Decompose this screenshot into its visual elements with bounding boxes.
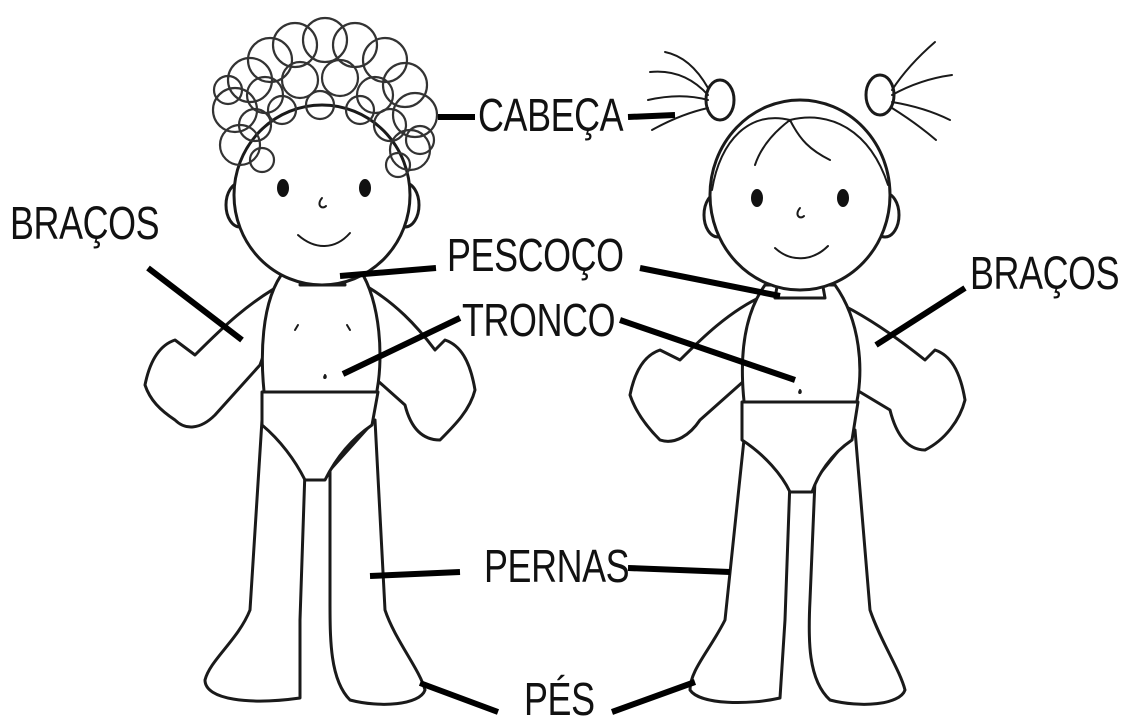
- pernas-leader-left: [370, 572, 460, 576]
- boy-figure: [145, 18, 475, 704]
- girl-right-eye: [837, 189, 849, 207]
- girl-left-eye: [751, 189, 763, 207]
- pes-leader-right: [612, 682, 695, 712]
- bracos-right-leader: [876, 288, 965, 345]
- boy-torso: [262, 270, 380, 400]
- girl-head: [710, 100, 890, 290]
- cabeca-leader-right: [628, 115, 675, 117]
- pes-leader-left: [420, 683, 498, 712]
- pes-label: PÉS: [524, 676, 595, 722]
- pernas-leader-right: [628, 568, 730, 572]
- pernas-label: PERNAS: [484, 543, 629, 589]
- boy-right-leg: [330, 420, 425, 704]
- tronco-label: TRONCO: [462, 297, 615, 343]
- bracos-left-label: BRAÇOS: [10, 200, 159, 246]
- cabeca-label: CABEÇA: [478, 92, 623, 138]
- girl-figure: [630, 42, 965, 704]
- bracos-right-label: BRAÇOS: [970, 250, 1119, 296]
- bracos-left-leader: [148, 268, 242, 340]
- boy-left-eye: [277, 179, 289, 197]
- boy-head: [234, 105, 410, 285]
- boy-right-eye: [359, 179, 371, 197]
- pescoco-label: PESCOÇO: [447, 232, 624, 278]
- boy-left-leg: [205, 420, 305, 701]
